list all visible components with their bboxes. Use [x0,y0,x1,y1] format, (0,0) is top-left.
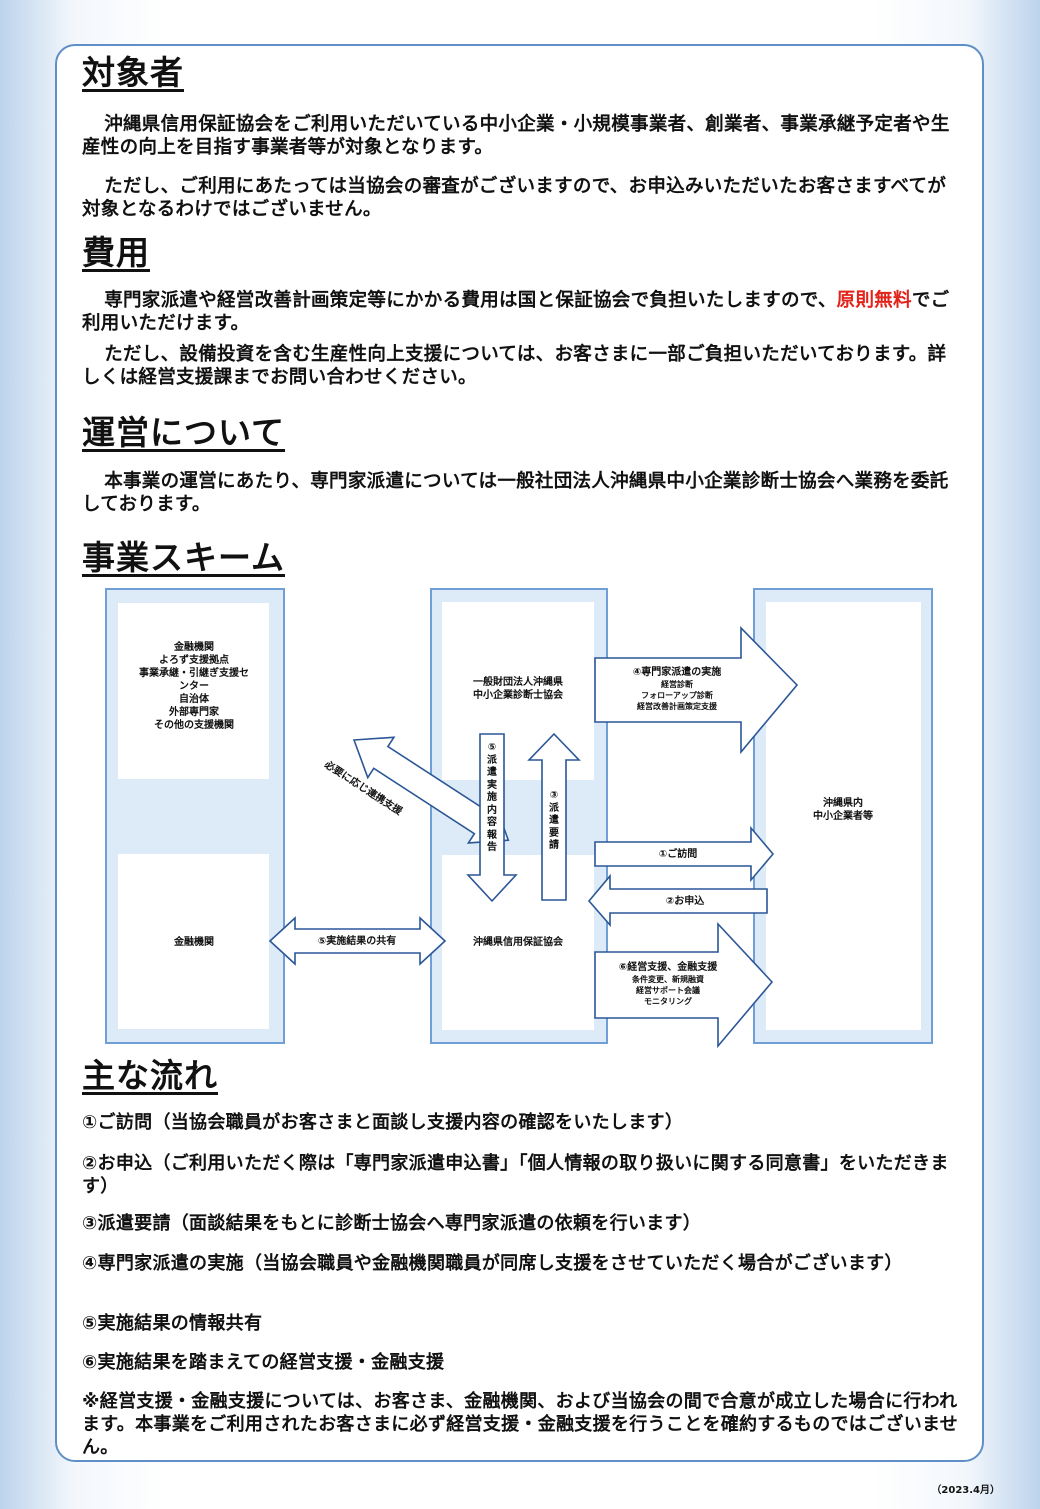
flow-step-1: ①ご訪問（当協会職員がお客さまと面談し支援内容の確認をいたします） [82,1112,684,1133]
support-arrow [594,921,774,1048]
request-arrow [527,732,581,901]
support-arrow-label: ⑥経営支援、金融支援 条件変更、新規融資 経営サポート会議 モニタリング [619,961,717,1007]
flow-note: ※経営支援・金融支援については、お客さま、金融機関、および当協会の間で合意が成立… [82,1391,959,1458]
cost-paragraph-2: ただし、設備投資を含む生産性向上支援については、お客さまに一部ご負担いただいてお… [82,344,947,388]
dispatch-sub: フォローアップ診断 [641,691,713,700]
visit-arrow [594,825,775,883]
left-top-line: その他の支援機関 [154,720,234,731]
left-top-line: ンター [179,681,209,692]
support-sub: 条件変更、新規融資 [632,975,704,984]
visit-arrow-label: ①ご訪問 [658,849,698,860]
support-sub: モニタリング [644,997,692,1006]
left-top-line: 金融機関 [174,642,214,653]
flow-step-5: ⑤実施結果の情報共有 [82,1313,263,1334]
right-line: 中小企業者等 [813,811,873,822]
left-top-line: 事業承継・引継ぎ支援セ [139,668,249,679]
cost-text-b: でご利用いただけます。 [82,290,950,334]
cost-text-a: 専門家派遣や経営改善計画策定等にかかる費用は国と保証協会で負担いたしますので、 [104,290,837,311]
flow-step-2: ②お申込（ご利用いただく際は「専門家派遣申込書」「個人情報の取り扱いに関する同意… [82,1153,949,1197]
middle-top-line: 一般財団法人沖縄県 [473,677,563,688]
diagram-arrows [268,626,799,1048]
target-paragraph-2: ただし、ご利用にあたっては当協会の審査がございますので、お申込みいただいたお客さ… [82,176,947,220]
operation-paragraph: 本事業の運営にあたり、専門家派遣については一般社団法人沖縄県中小企業診断士協会へ… [82,471,949,515]
left-bottom-text: 金融機関 [174,937,214,948]
report-arrow [466,733,518,903]
left-top-text: 金融機関 よろず支援拠点 事業承継・引継ぎ支援セ ンター 自治体 外部専門家 そ… [139,641,249,732]
support-title: ⑥経営支援、金融支援 [618,962,718,973]
left-top-line: 自治体 [179,694,209,705]
right-text: 沖縄県内 中小企業者等 [813,797,873,823]
cost-free-highlight: 原則無料 [836,290,912,311]
left-bottom-box [118,854,269,1029]
left-top-line: 外部専門家 [169,707,219,718]
dispatch-sub: 経営診断 [661,680,693,689]
cost-paragraph-1: 専門家派遣や経営改善計画策定等にかかる費用は国と保証協会で負担いたしますので、原… [82,289,962,335]
scheme-diagram: 金融機関 よろず支援拠点 事業承継・引継ぎ支援セ ンター 自治体 外部専門家 そ… [105,588,937,1048]
dispatch-arrow-label: ④専門家派遣の実施 経営診断 フォローアップ診断 経営改善計画策定支援 [633,666,721,712]
middle-bottom-box [442,855,594,1030]
share-arrow [268,916,447,966]
flow-step-6: ⑥実施結果を踏まえての経営支援・金融支援 [82,1352,445,1373]
heading-cost: 費用 [82,233,150,272]
right-box [766,602,921,1030]
right-line: 沖縄県内 [823,798,863,809]
request-arrow-label: ③派遣要請 [549,790,559,851]
support-sub: 経営サポート会議 [636,986,700,995]
footer-date: （2023.4月） [931,1485,1000,1496]
apply-arrow [587,873,768,928]
apply-arrow-label: ②お申込 [665,896,705,907]
middle-top-text: 一般財団法人沖縄県 中小企業診断士協会 [473,676,563,702]
share-arrow-label: ⑤実施結果の共有 [317,936,397,947]
flow-step-4: ④専門家派遣の実施（当協会職員や金融機関職員が同席し支援をさせていただく場合がご… [82,1253,903,1274]
middle-top-line: 中小企業診断士協会 [473,690,563,701]
left-top-line: よろず支援拠点 [159,655,229,666]
flow-step-3: ③派遣要請（面談結果をもとに診断士協会へ専門家派遣の依頼を行います） [82,1213,702,1234]
dispatch-sub: 経営改善計画策定支援 [637,702,717,711]
dispatch-title: ④専門家派遣の実施 [632,667,722,678]
heading-target: 対象者 [82,53,184,92]
middle-bottom-text: 沖縄県信用保証協会 [473,937,563,948]
dispatch-arrow [594,626,799,755]
target-paragraph-1: 沖縄県信用保証協会をご利用いただいている中小企業・小規模事業者、創業者、事業承継… [82,114,950,158]
heading-flow: 主な流れ [82,1056,218,1095]
left-top-box [118,603,269,779]
heading-scheme: 事業スキーム [82,538,286,577]
report-arrow-label: ⑤派遣実施内容報告 [487,742,497,853]
heading-operation: 運営について [82,413,286,452]
coop-arrow [352,736,510,844]
